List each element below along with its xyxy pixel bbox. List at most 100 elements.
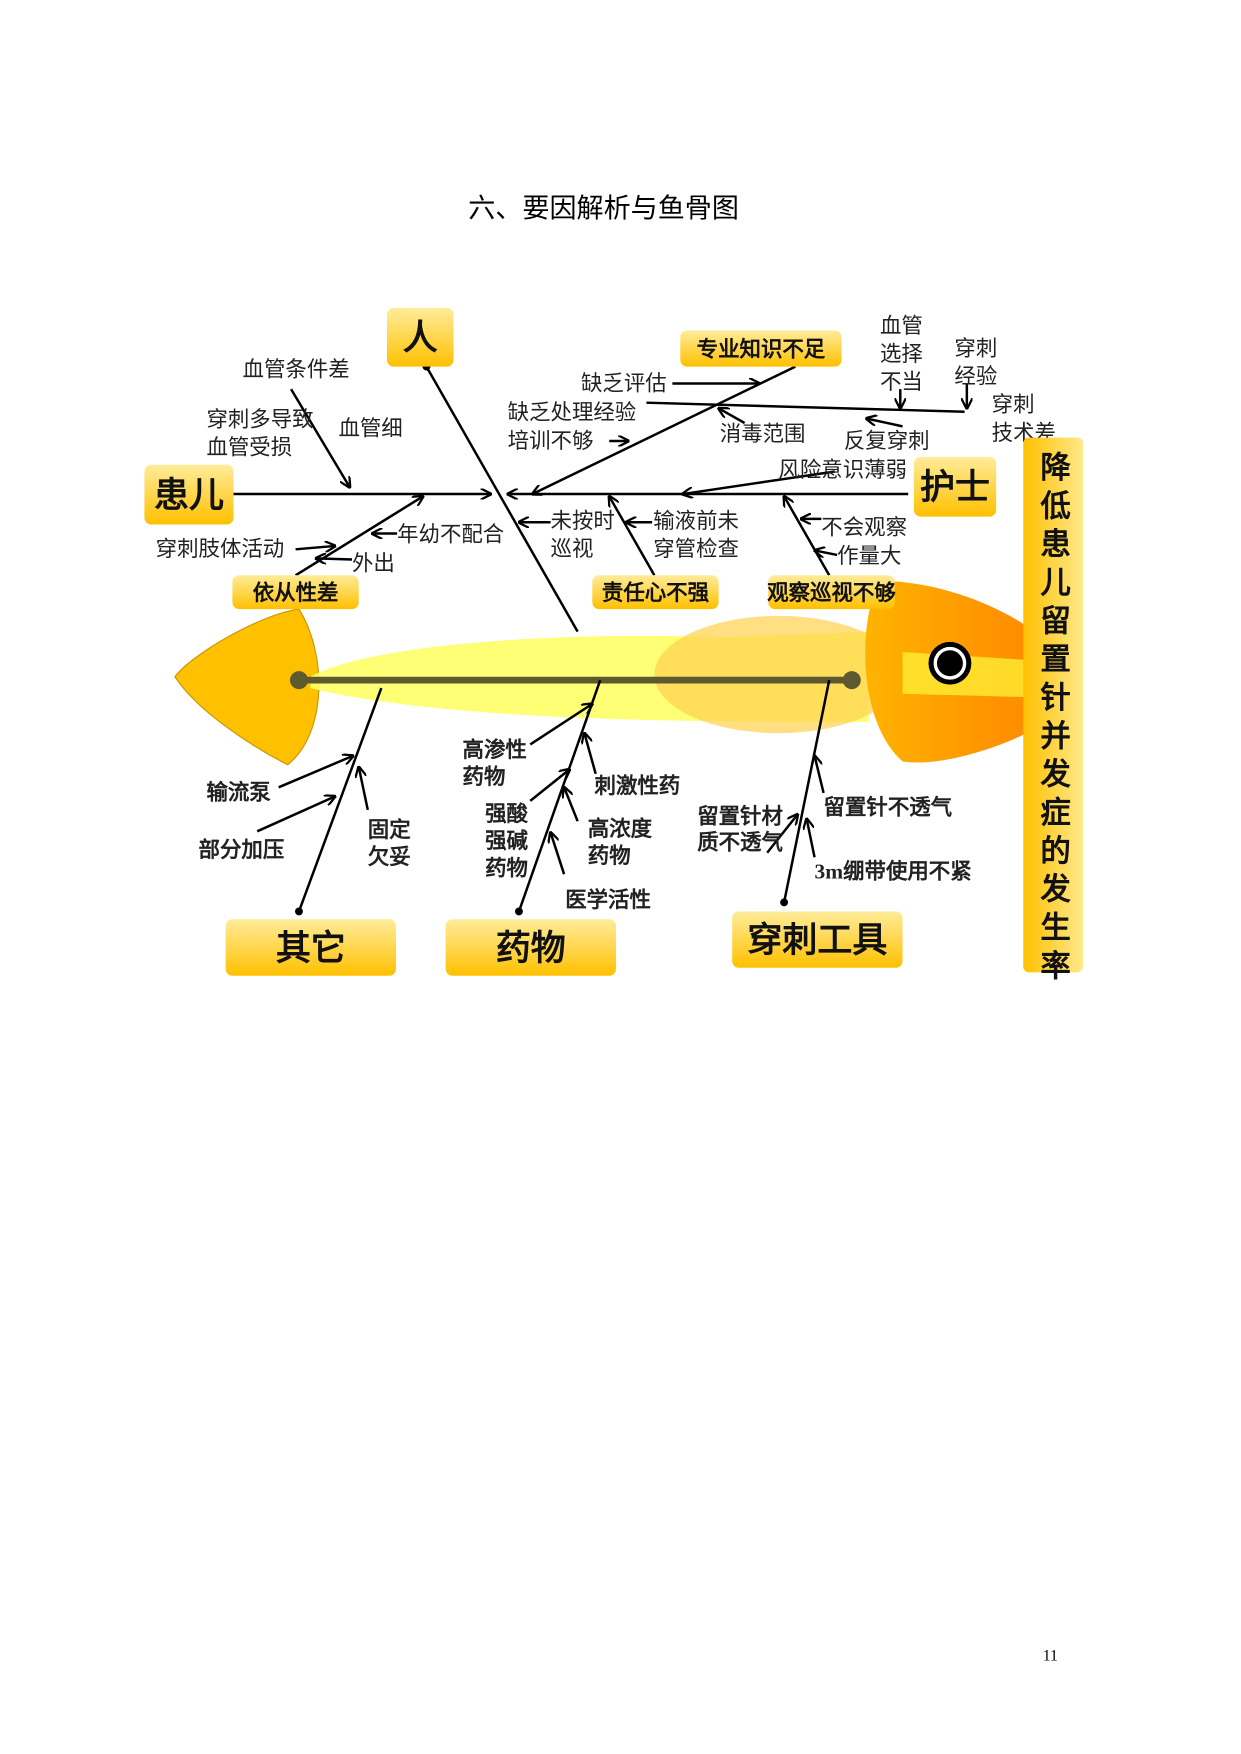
category-box-bg <box>913 456 997 517</box>
bone-lines <box>233 362 967 916</box>
cause-label-partial-pressure: 部分加压 <box>199 837 285 862</box>
category-observation: 观察巡视不够 <box>767 575 896 610</box>
category-label: 患儿 <box>154 476 224 515</box>
cause-label-hyperosmotic: 高渗性 <box>463 737 527 762</box>
bone-line <box>815 550 838 555</box>
cause-label-cannot-observe: 不会观察 <box>821 516 907 540</box>
category-box-bg <box>386 307 454 367</box>
cause-label-repeat-puncture: 反复穿刺 <box>844 429 930 453</box>
category-nurse: 护士 <box>913 456 997 517</box>
bone-line <box>564 787 579 822</box>
cause-label-irritant: 刺激性药 <box>595 773 681 798</box>
bone-line <box>784 496 831 576</box>
category-label: 责任心不强 <box>602 580 710 605</box>
cause-label-hyperosmotic: 药物 <box>463 764 506 789</box>
cause-label-fixation: 固定 <box>368 817 411 842</box>
category-box-bg <box>680 330 842 367</box>
bone-line <box>807 819 816 858</box>
category-box-bg <box>232 575 359 610</box>
bone-line <box>646 401 965 413</box>
cause-label-infusion-pump: 输流泵 <box>206 780 271 805</box>
cause-label-no-check: 输液前未 <box>653 509 739 533</box>
bone-line <box>295 546 335 549</box>
category-box-bg <box>225 919 396 976</box>
bone-line <box>295 687 383 916</box>
cause-label-limb-activity: 穿刺肢体活动 <box>156 537 285 561</box>
category-label: 人 <box>403 319 438 358</box>
cause-label-bandage: 3m绷带使用不紧 <box>815 860 972 884</box>
spine-end-dot <box>289 671 308 690</box>
category-label: 其它 <box>276 929 346 968</box>
category-responsibility: 责任心不强 <box>592 575 719 610</box>
category-tool: 穿刺工具 <box>732 911 903 968</box>
bone-line <box>815 756 825 794</box>
cause-label-high-conc: 药物 <box>588 843 631 868</box>
cause-label-acid-base: 药物 <box>485 855 528 880</box>
category-boxes: 人患儿护士其它药物穿刺工具专业知识不足依从性差责任心不强观察巡视不够 <box>144 307 997 976</box>
cause-label-going-out: 外出 <box>352 552 395 576</box>
cause-label-bioactive: 医学活性 <box>565 887 651 912</box>
cause-label-fixation: 欠妥 <box>368 844 411 869</box>
bone-line <box>780 679 831 907</box>
category-label: 护士 <box>920 468 990 507</box>
category-box-bg <box>144 464 234 525</box>
cause-label-lack-assessment: 缺乏评估 <box>581 371 667 395</box>
cause-label-not-on-time: 巡视 <box>551 537 594 561</box>
cause-label-acid-base: 强酸 <box>485 802 528 826</box>
category-drug: 药物 <box>445 919 616 976</box>
bone-line <box>551 832 566 875</box>
category-patient: 患儿 <box>144 464 234 525</box>
cause-label-vessel-poor: 血管条件差 <box>243 358 350 382</box>
cause-label-puncture-exp: 经验 <box>954 365 997 389</box>
cause-label-training: 培训不够 <box>508 429 594 453</box>
category-box-bg <box>445 919 616 976</box>
cause-label-needle-material: 留置针材 <box>697 803 783 828</box>
cause-label-puncture-exp: 穿刺 <box>954 336 997 360</box>
category-box-bg <box>732 911 903 968</box>
cause-label-disinfection: 消毒范围 <box>720 422 806 446</box>
cause-label-acid-base: 强碱 <box>485 828 528 853</box>
cause-label-risk-awareness: 风险意识薄弱 <box>778 458 907 482</box>
category-label: 穿刺工具 <box>747 921 887 960</box>
category-box-bg <box>768 575 895 610</box>
cause-label-puncture-skill: 穿刺 <box>992 393 1035 417</box>
bone-line <box>278 756 353 789</box>
bone-line <box>584 733 597 775</box>
cause-label-vessel-damaged: 血管受损 <box>206 436 292 460</box>
bone-line <box>866 418 903 428</box>
category-other: 其它 <box>225 919 396 976</box>
category-label: 依从性差 <box>253 580 339 605</box>
cause-label-workload: 作量大 <box>837 544 901 568</box>
category-label: 药物 <box>496 929 566 968</box>
bone-line <box>515 679 602 916</box>
bone-line <box>359 767 370 811</box>
bone-line <box>290 388 350 487</box>
bone-line <box>683 470 836 494</box>
cause-label-vessel-choice: 不当 <box>880 370 923 394</box>
cause-label-vessel-choice: 选择 <box>880 342 923 366</box>
bone-line <box>719 408 746 425</box>
category-person: 人 <box>386 307 454 367</box>
cause-label-not-on-time: 未按时 <box>551 509 615 533</box>
spine-end-dot <box>842 671 861 690</box>
fish-eye-ring <box>933 646 967 680</box>
cause-label-vessel-choice: 血管 <box>880 314 923 338</box>
bone-line <box>422 362 579 633</box>
page-number: 11 <box>1043 1647 1058 1664</box>
fish-shape <box>174 580 1027 766</box>
cause-label-needle-airtight: 留置针不透气 <box>824 794 953 819</box>
cause-label-vessel-thin: 血管细 <box>338 416 402 440</box>
cause-label-young: 年幼不配合 <box>397 522 504 546</box>
effect-box <box>1023 437 1084 973</box>
cause-label-no-check: 穿管检查 <box>653 537 739 561</box>
cause-label-lack-experience: 缺乏处理经验 <box>508 401 637 425</box>
category-box-bg <box>592 575 719 610</box>
bone-line <box>256 796 335 833</box>
effect-text: 降低患儿留置针并发症的发生率 <box>1036 451 1072 988</box>
category-label: 观察巡视不够 <box>767 580 896 605</box>
cause-label-needle-material: 质不透气 <box>697 829 783 854</box>
category-label: 专业知识不足 <box>697 336 826 361</box>
bone-line <box>766 814 797 854</box>
cause-label-vessel-damaged: 穿刺多导致 <box>206 407 313 431</box>
